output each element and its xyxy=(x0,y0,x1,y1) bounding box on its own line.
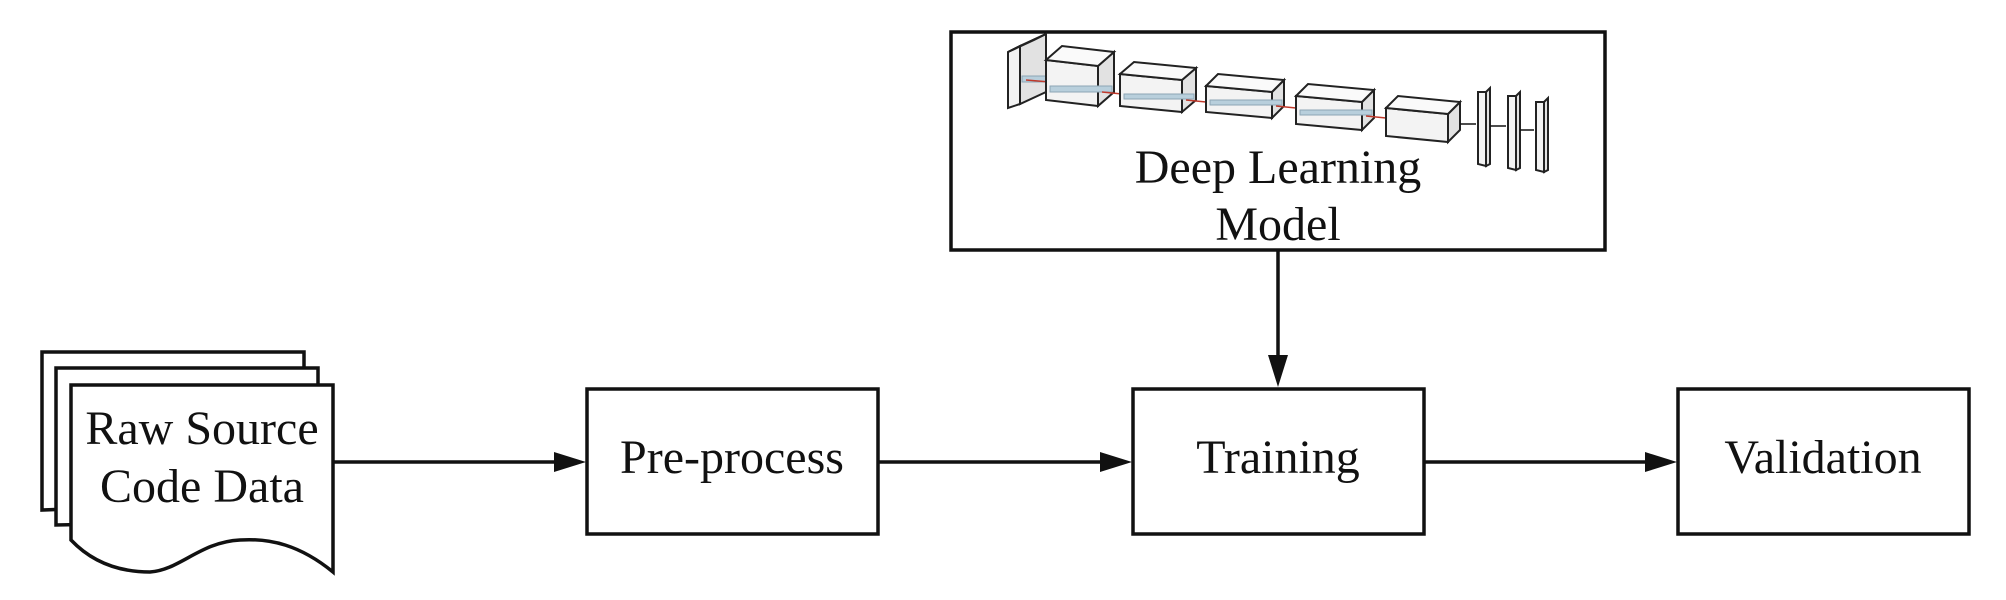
preprocess-label: Pre-process xyxy=(620,431,844,484)
model-node: Deep Learning Model xyxy=(949,30,1607,252)
raw-source-label-line2: Code Data xyxy=(100,460,304,513)
training-label: Training xyxy=(1196,431,1360,484)
validation-node: Validation xyxy=(1676,387,1971,536)
edge-preprocess-to-training xyxy=(878,452,1132,472)
edge-model-to-training xyxy=(1268,250,1288,387)
edge-training-to-validation xyxy=(1424,452,1677,472)
model-label-line2: Model xyxy=(1215,198,1340,251)
neural-network-layers-icon xyxy=(1007,32,1549,174)
raw-source-label-line1: Raw Source xyxy=(85,402,318,455)
raw-source-document xyxy=(69,383,335,576)
preprocess-node: Pre-process xyxy=(585,387,880,536)
validation-label: Validation xyxy=(1724,431,1921,484)
training-box xyxy=(1131,387,1426,536)
raw-source-node: Raw Source Code Data xyxy=(40,350,335,576)
training-node: Training xyxy=(1131,387,1426,536)
model-label-line1: Deep Learning xyxy=(1135,141,1422,194)
preprocess-box xyxy=(585,387,880,536)
validation-box xyxy=(1676,387,1971,536)
edge-raw-to-preprocess xyxy=(333,452,586,472)
